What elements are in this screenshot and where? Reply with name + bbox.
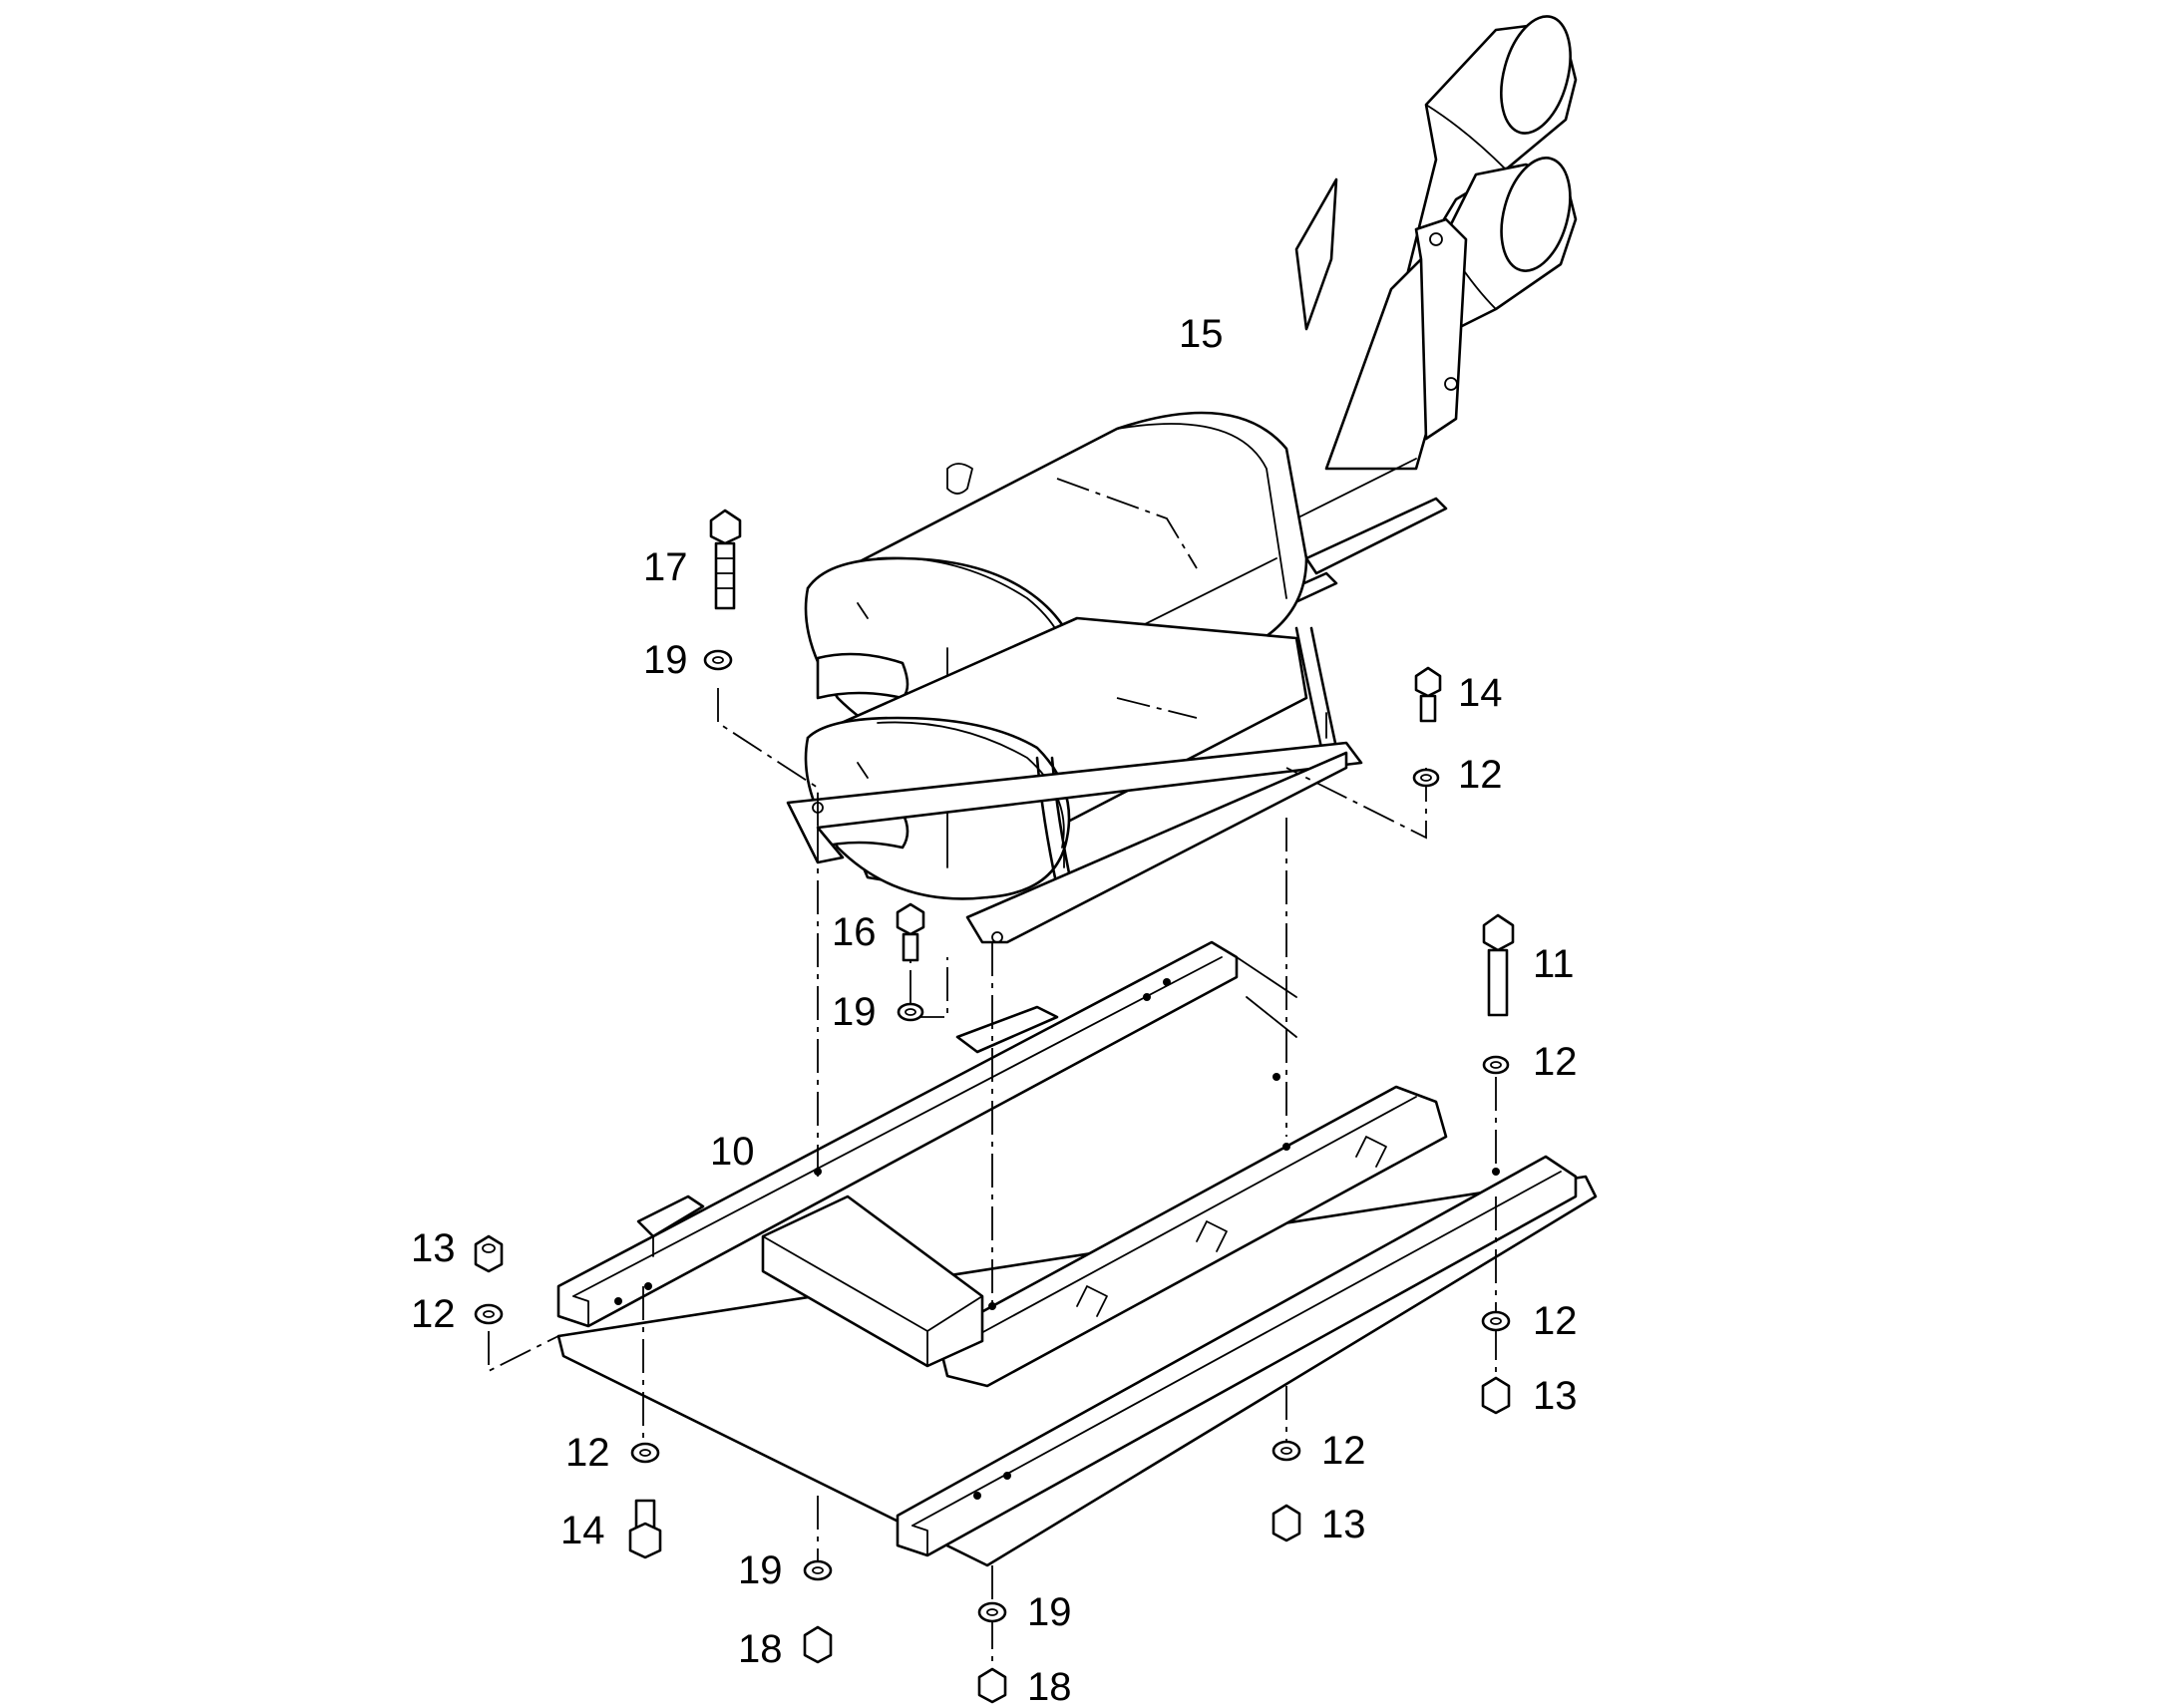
callout-13-right: 13 <box>1533 1374 1578 1418</box>
callout-12-lower-left: 12 <box>565 1431 610 1475</box>
callout-14-lower: 14 <box>560 1509 605 1552</box>
callout-19-a: 19 <box>643 638 688 682</box>
callout-13-lower-mid: 13 <box>1321 1503 1366 1546</box>
washer-12-left <box>474 1303 504 1325</box>
nut-13-right <box>1481 1376 1511 1415</box>
nut-18-b <box>977 1667 1007 1704</box>
callout-15: 15 <box>1179 312 1224 356</box>
callout-13-left: 13 <box>411 1226 456 1270</box>
washer-12-mid-right <box>1482 1055 1510 1075</box>
callout-12-lower-mid: 12 <box>1321 1429 1366 1473</box>
callout-18-b: 18 <box>1027 1665 1072 1708</box>
callout-17: 17 <box>643 545 688 589</box>
washer-12-lower-mid <box>1272 1440 1301 1462</box>
washer-19-d <box>977 1601 1007 1623</box>
callout-14-upper: 14 <box>1458 671 1503 715</box>
washer-19-b <box>897 1002 924 1022</box>
bolt-11 <box>1482 913 1515 1017</box>
callout-11: 11 <box>1533 942 1575 986</box>
nut-13-left <box>474 1234 504 1273</box>
callout-19-d: 19 <box>1027 1590 1072 1634</box>
washer-19-c <box>803 1559 833 1581</box>
callout-16: 16 <box>832 910 877 954</box>
callout-12-left: 12 <box>411 1292 456 1336</box>
washer-19-a <box>703 649 733 671</box>
nut-18-a <box>803 1625 833 1664</box>
bolt-14-lower <box>628 1499 662 1559</box>
callout-12-right: 12 <box>1533 1299 1578 1343</box>
callout-18-a: 18 <box>738 1627 783 1671</box>
bolt-17 <box>709 509 742 610</box>
callout-12-mid-right: 12 <box>1533 1040 1578 1084</box>
bolt-14-upper <box>1414 666 1442 723</box>
callout-10: 10 <box>710 1130 755 1174</box>
washer-12-lower-left <box>630 1442 660 1464</box>
callout-19-c: 19 <box>738 1548 783 1592</box>
nut-13-lower-mid <box>1272 1504 1301 1542</box>
bolt-16 <box>896 902 925 962</box>
callout-19-b: 19 <box>832 990 877 1034</box>
washer-12-lower-right <box>1481 1310 1511 1332</box>
washer-12-upper-right <box>1412 768 1440 788</box>
base-frame <box>556 940 1598 1567</box>
pipe-bracket <box>1294 177 1468 441</box>
callout-12-upper: 12 <box>1458 753 1503 797</box>
